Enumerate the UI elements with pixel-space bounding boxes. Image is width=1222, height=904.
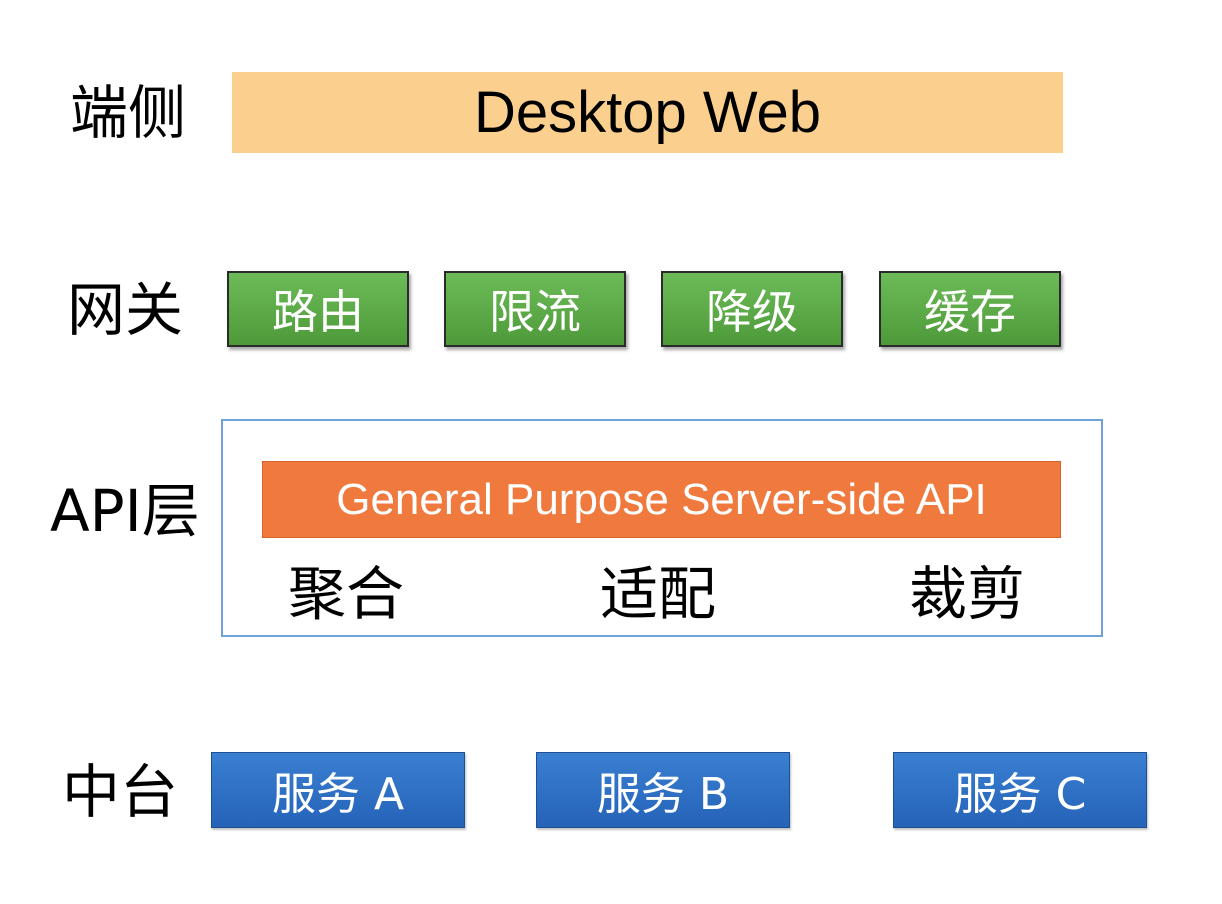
service-c-box: 服务 C: [893, 752, 1147, 828]
desktop-web-box: Desktop Web: [232, 72, 1063, 153]
api-layer-frame: [221, 419, 1103, 637]
row-label-platform: 中台: [62, 758, 179, 826]
general-purpose-api-bar: General Purpose Server-side API: [262, 461, 1061, 538]
service-a-box: 服务 A: [211, 752, 465, 828]
api-function-trim: 裁剪: [909, 560, 1026, 628]
api-function-aggregate: 聚合: [288, 560, 405, 628]
gateway-degrade-box: 降级: [661, 271, 843, 347]
row-label-client: 端侧: [70, 79, 187, 147]
gateway-rate-limit-box: 限流: [444, 271, 626, 347]
row-label-gateway: 网关: [67, 276, 184, 344]
api-function-adapt: 适配: [600, 560, 717, 628]
gateway-routing-box: 路由: [227, 271, 409, 347]
row-label-api: API层: [50, 477, 200, 545]
gateway-cache-box: 缓存: [879, 271, 1061, 347]
service-b-box: 服务 B: [536, 752, 790, 828]
